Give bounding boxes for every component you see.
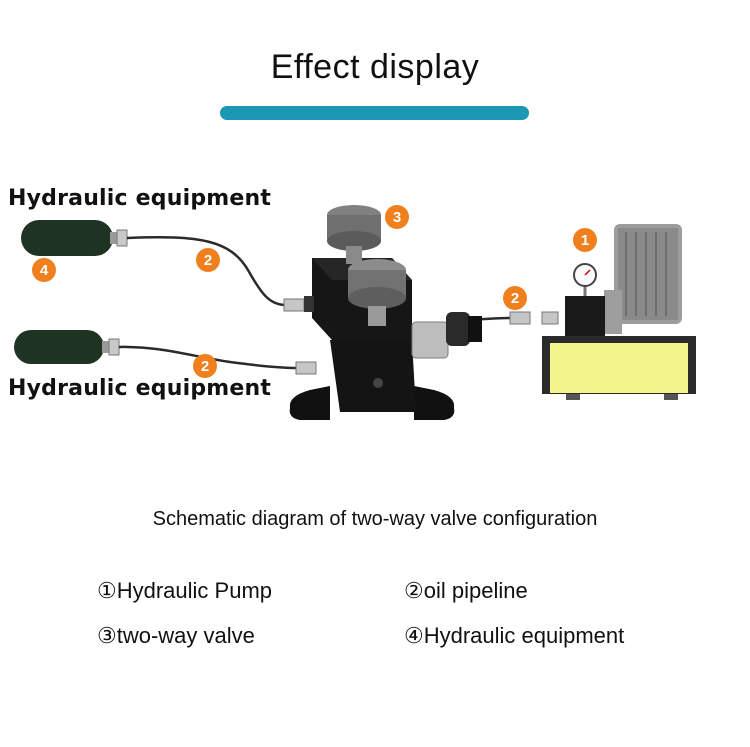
badge-4-text: 4 [40, 262, 49, 279]
equipment-label-top: Hydraulic equipment [8, 186, 272, 211]
badge-4: 4 [32, 258, 56, 282]
page-title: Effect display [270, 48, 480, 86]
hydraulic-cylinder-top [21, 220, 128, 256]
badge-2-right-text: 2 [511, 290, 519, 307]
equipment-label-bottom: Hydraulic equipment [8, 376, 272, 401]
legend-item-hydraulic-pump: ①Hydraulic Pump [97, 578, 273, 603]
badge-2-bottom: 2 [193, 354, 217, 378]
badge-3: 3 [385, 205, 409, 229]
badge-3-text: 3 [393, 209, 401, 226]
hydraulic-cylinder-bottom [14, 330, 120, 364]
badge-1: 1 [573, 228, 597, 252]
badge-2-right: 2 [503, 286, 527, 310]
badge-1-text: 1 [581, 232, 589, 249]
legend-item-oil-pipeline: ②oil pipeline [404, 578, 528, 603]
title-underline-bar [220, 106, 529, 120]
badge-2-bottom-text: 2 [201, 358, 209, 375]
two-way-valve [289, 205, 482, 420]
legend-item-two-way-valve: ③two-way valve [97, 623, 255, 648]
pipe-fittings [283, 298, 559, 375]
badge-2-top-text: 2 [204, 252, 212, 269]
diagram-caption: Schematic diagram of two-way valve confi… [152, 508, 598, 530]
badge-2-top: 2 [196, 248, 220, 272]
hydraulic-pump [542, 224, 696, 400]
legend-item-hydraulic-equipment: ④Hydraulic equipment [404, 623, 625, 648]
